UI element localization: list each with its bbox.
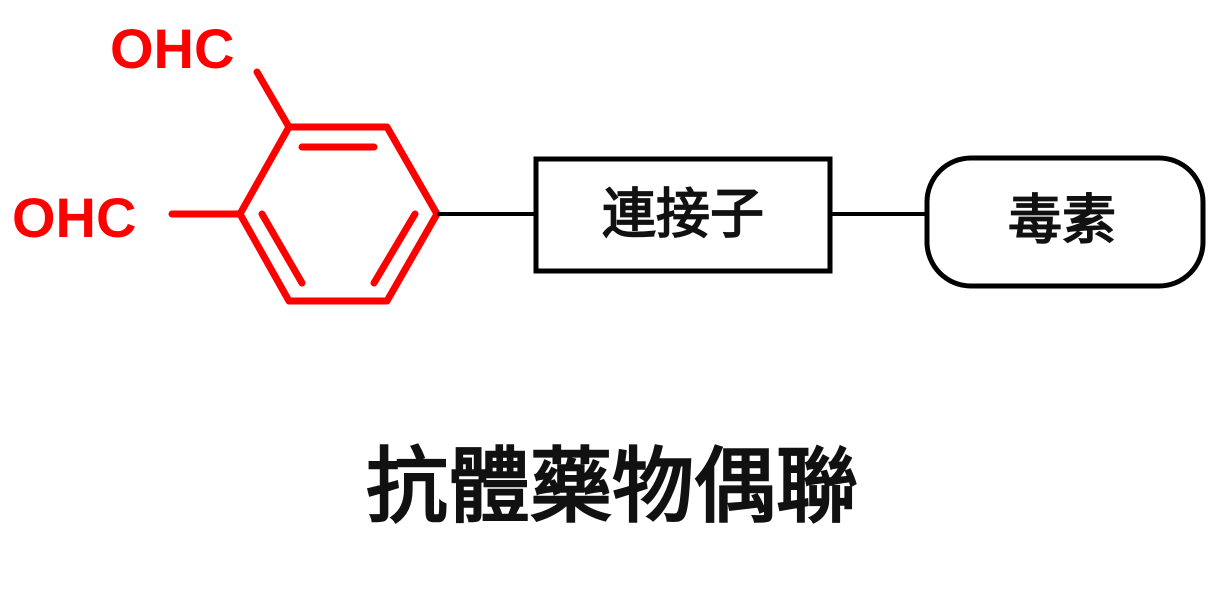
left-aldehyde-label: OHC xyxy=(12,186,136,249)
benzene-double-bond-lower-right xyxy=(370,210,419,287)
top-aldehyde-label: OHC xyxy=(110,17,234,80)
toxin-label: 毒素 xyxy=(1008,189,1116,252)
toxin-box xyxy=(924,155,1206,289)
benzene-double-bond-lower-left xyxy=(258,210,306,287)
benzene-hexagon xyxy=(236,123,441,305)
top-aldehyde-bond xyxy=(253,68,293,131)
linker-label: 連接子 xyxy=(602,183,764,246)
benzene-ring xyxy=(168,68,441,305)
caption-title: 抗體藥物偶聯 xyxy=(366,439,858,534)
linker-box xyxy=(533,156,833,274)
